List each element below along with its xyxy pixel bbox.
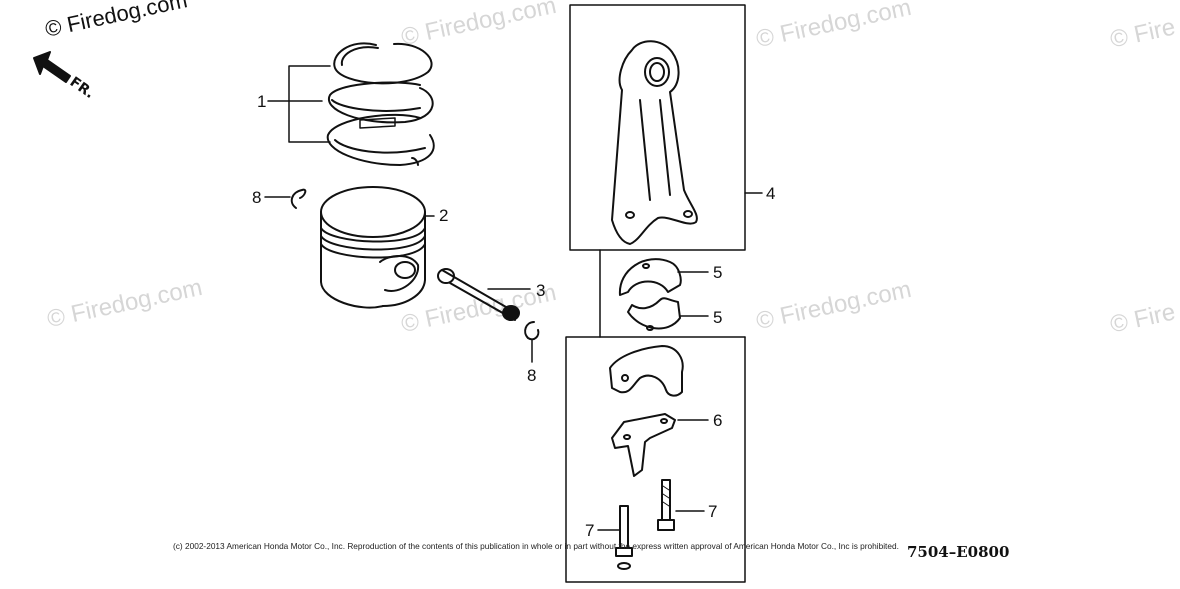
- front-arrow-icon: [33, 51, 71, 83]
- callout-8: 8: [252, 188, 262, 207]
- rod-box: [569, 4, 763, 251]
- callout-3: 3: [536, 281, 546, 300]
- connecting-rod-icon: [611, 40, 698, 245]
- rod-bolt-icon: [615, 479, 675, 570]
- callout-7: 7: [708, 502, 718, 521]
- bearing-shell-icon: [618, 258, 682, 331]
- callout-6: 6: [713, 411, 723, 430]
- callout-1: 1: [257, 92, 267, 111]
- callout-8: 8: [527, 366, 537, 385]
- callout-4: 4: [766, 184, 776, 203]
- oil-dipper-icon: [611, 413, 676, 477]
- piston-icon: [320, 186, 435, 309]
- rod-cap-icon: [609, 345, 684, 397]
- callout-2: 2: [439, 206, 449, 225]
- callout-5: 5: [713, 263, 723, 282]
- callout-5: 5: [713, 308, 723, 327]
- piston-pin-icon: [437, 268, 531, 321]
- ring-bracket: [267, 65, 331, 143]
- pin-clip-icon: [264, 188, 540, 363]
- piston-rings-icon: [326, 42, 435, 166]
- copyright-notice: (c) 2002-2013 American Honda Motor Co., …: [173, 541, 899, 551]
- cap-box: [565, 336, 746, 583]
- callout-7: 7: [585, 521, 595, 540]
- diagram-code: 7504–E0800: [907, 543, 1010, 561]
